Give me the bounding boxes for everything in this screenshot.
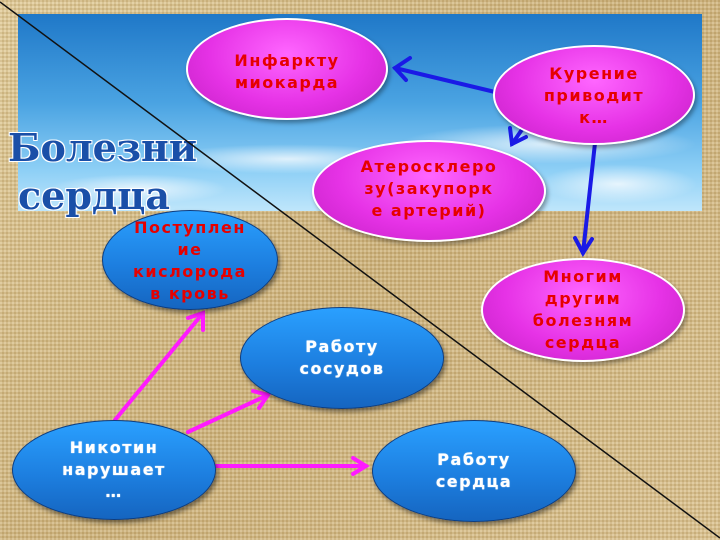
arrow-nicotine-to-heart <box>213 456 370 476</box>
page-title: Болезни сердца <box>8 124 198 220</box>
node-smoking-line-3: к… <box>579 108 609 127</box>
node-infarct: Инфаркту миокарда <box>186 18 388 120</box>
arrow-smoking-to-other-diseases <box>573 141 597 257</box>
node-vessels-line-2: сосудов <box>299 359 385 378</box>
arrow-nicotine-to-vessels <box>186 389 272 434</box>
node-smoking-line-2: приводит <box>543 86 645 105</box>
node-nicotine-line-3: … <box>105 482 123 501</box>
node-atherosclerosis-line-2: зу(закупорк <box>364 179 494 198</box>
node-nicotine-line-1: Никотин <box>69 438 159 457</box>
node-atherosclerosis-line-3: е артерий) <box>371 201 487 220</box>
node-nicotine-line-2: нарушает <box>62 460 166 479</box>
node-other-diseases-line-3: болезням <box>532 311 634 330</box>
node-nicotine: Никотин нарушает … <box>12 420 216 520</box>
arrow-smoking-to-infarct <box>391 56 497 94</box>
node-oxygen-line-1: Поступлен <box>134 218 246 237</box>
node-infarct-line-2: миокарда <box>234 73 340 92</box>
arrow-nicotine-to-oxygen <box>113 310 205 422</box>
node-smoking-line-1: Курение <box>549 64 639 83</box>
node-other-diseases-line-2: другим <box>544 289 622 308</box>
node-heart-line-2: сердца <box>435 472 513 491</box>
node-oxygen-line-3: кислорода <box>133 262 247 281</box>
node-vessels-line-1: Работу <box>305 337 379 356</box>
node-other-diseases-line-1: Многим <box>543 267 623 286</box>
title-line-2: сердца <box>18 173 170 218</box>
node-other-diseases-line-4: сердца <box>544 333 622 352</box>
title-line-1: Болезни <box>8 125 198 170</box>
node-heart: Работу сердца <box>372 420 576 522</box>
node-atherosclerosis-line-1: Атеросклеро <box>360 157 498 176</box>
node-oxygen-line-4: в кровь <box>150 284 230 303</box>
node-oxygen: Поступлен ие кислорода в кровь <box>102 210 278 310</box>
node-heart-line-1: Работу <box>437 450 511 469</box>
node-infarct-line-1: Инфаркту <box>234 51 340 70</box>
node-oxygen-line-2: ие <box>177 240 203 259</box>
node-atherosclerosis: Атеросклеро зу(закупорк е артерий) <box>312 140 546 242</box>
node-vessels: Работу сосудов <box>240 307 444 409</box>
node-smoking: Курение приводит к… <box>493 45 695 145</box>
node-other-diseases: Многим другим болезням сердца <box>481 258 685 362</box>
